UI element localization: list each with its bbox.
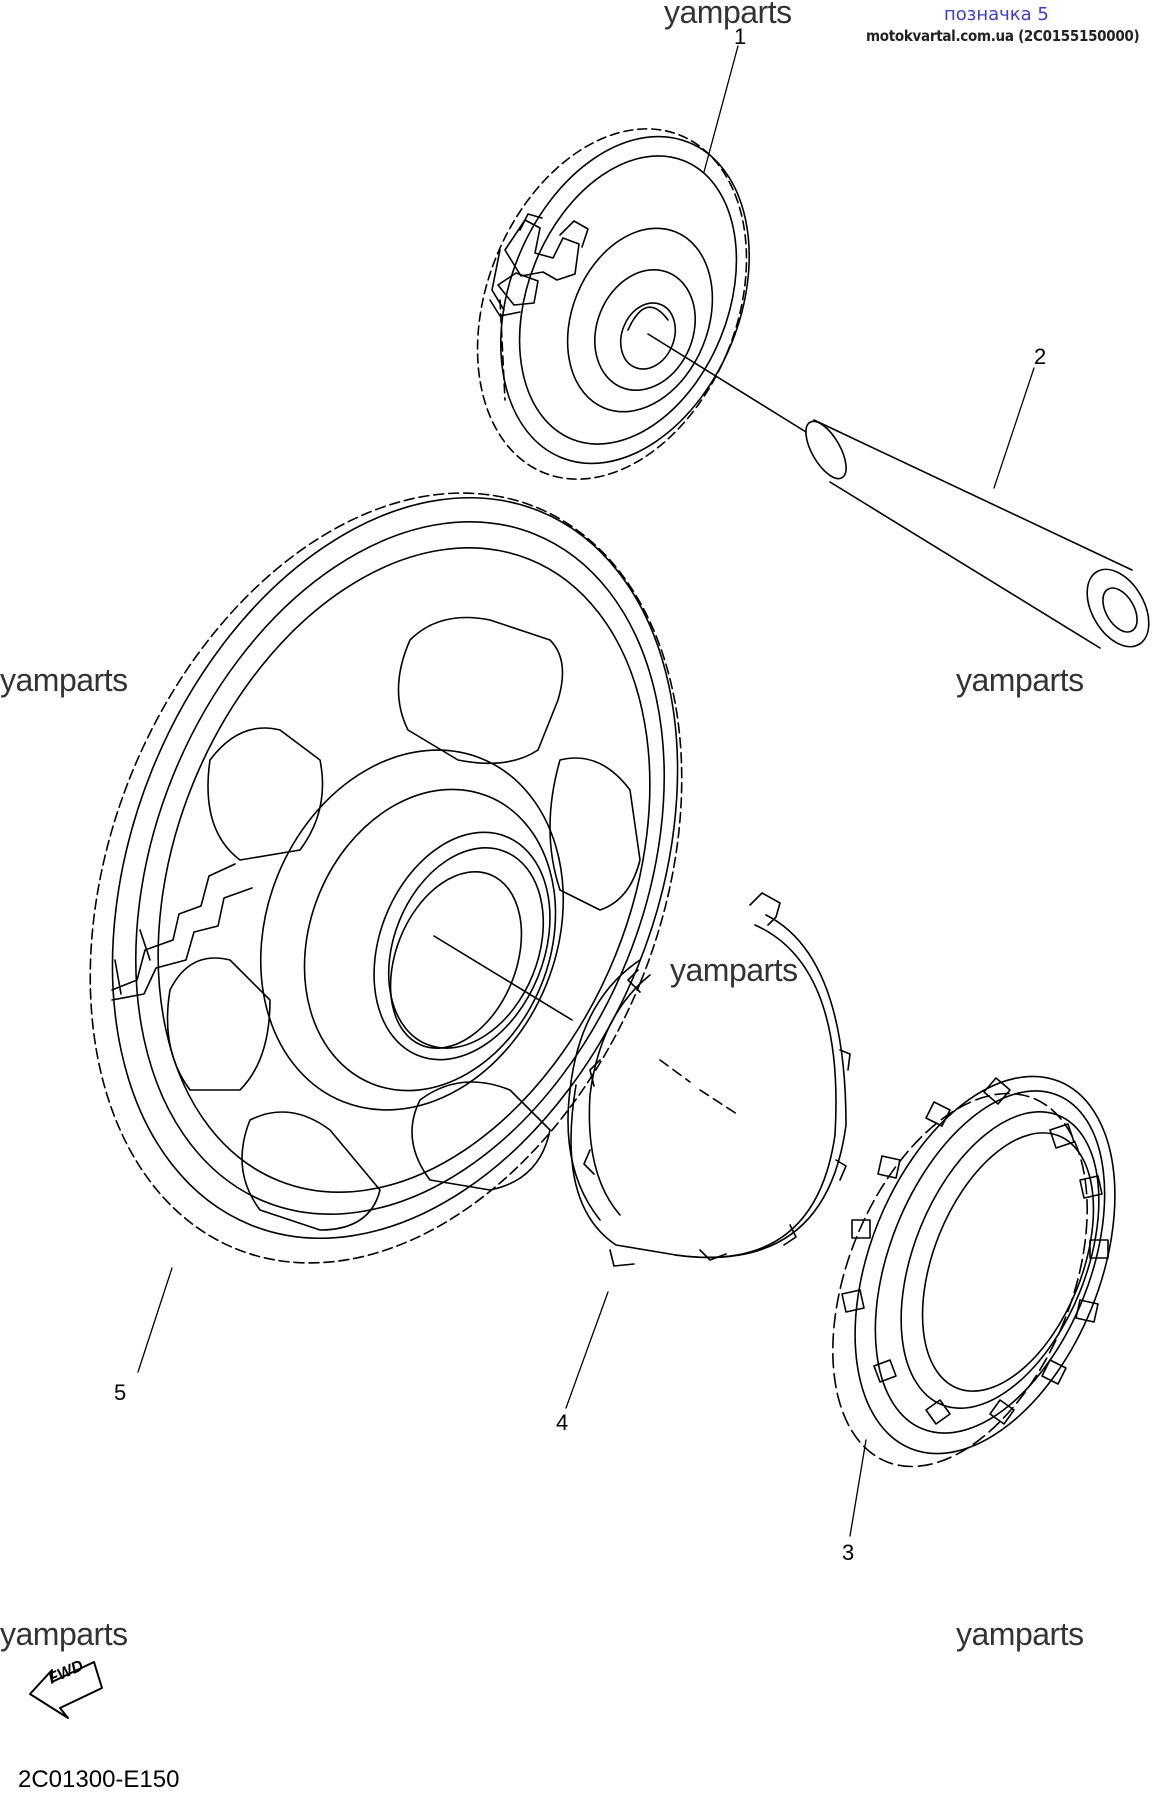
mark-label: позначка 5 — [944, 4, 1049, 25]
part-3-one-way-clutch — [832, 1075, 1116, 1468]
callout-2: 2 — [1034, 344, 1047, 369]
part-4-plate — [567, 892, 851, 1267]
callout-3: 3 — [842, 1540, 855, 1565]
watermark-right-mid: yamparts — [956, 662, 1084, 698]
part-2-shaft — [647, 333, 1150, 649]
watermark-left-mid: yamparts — [0, 662, 128, 698]
callout-4: 4 — [556, 1410, 569, 1435]
watermark-top: yamparts — [664, 0, 792, 30]
fwd-arrow-icon — [29, 1661, 103, 1719]
part-5-starter-wheel-gear — [89, 492, 683, 1264]
callout-5: 5 — [114, 1380, 127, 1405]
site-label: motokvartal.com.ua (2C0155150000) — [866, 27, 1140, 45]
watermark-right-bottom: yamparts — [956, 1616, 1084, 1652]
callout-1: 1 — [734, 24, 747, 49]
diagram-code: 2C01300-E150 — [18, 1766, 180, 1793]
watermark-left-bottom: yamparts — [0, 1616, 128, 1652]
leader-lines — [137, 45, 1035, 1537]
watermark-center: yamparts — [670, 952, 798, 988]
part-1-idler-gear — [476, 128, 750, 480]
